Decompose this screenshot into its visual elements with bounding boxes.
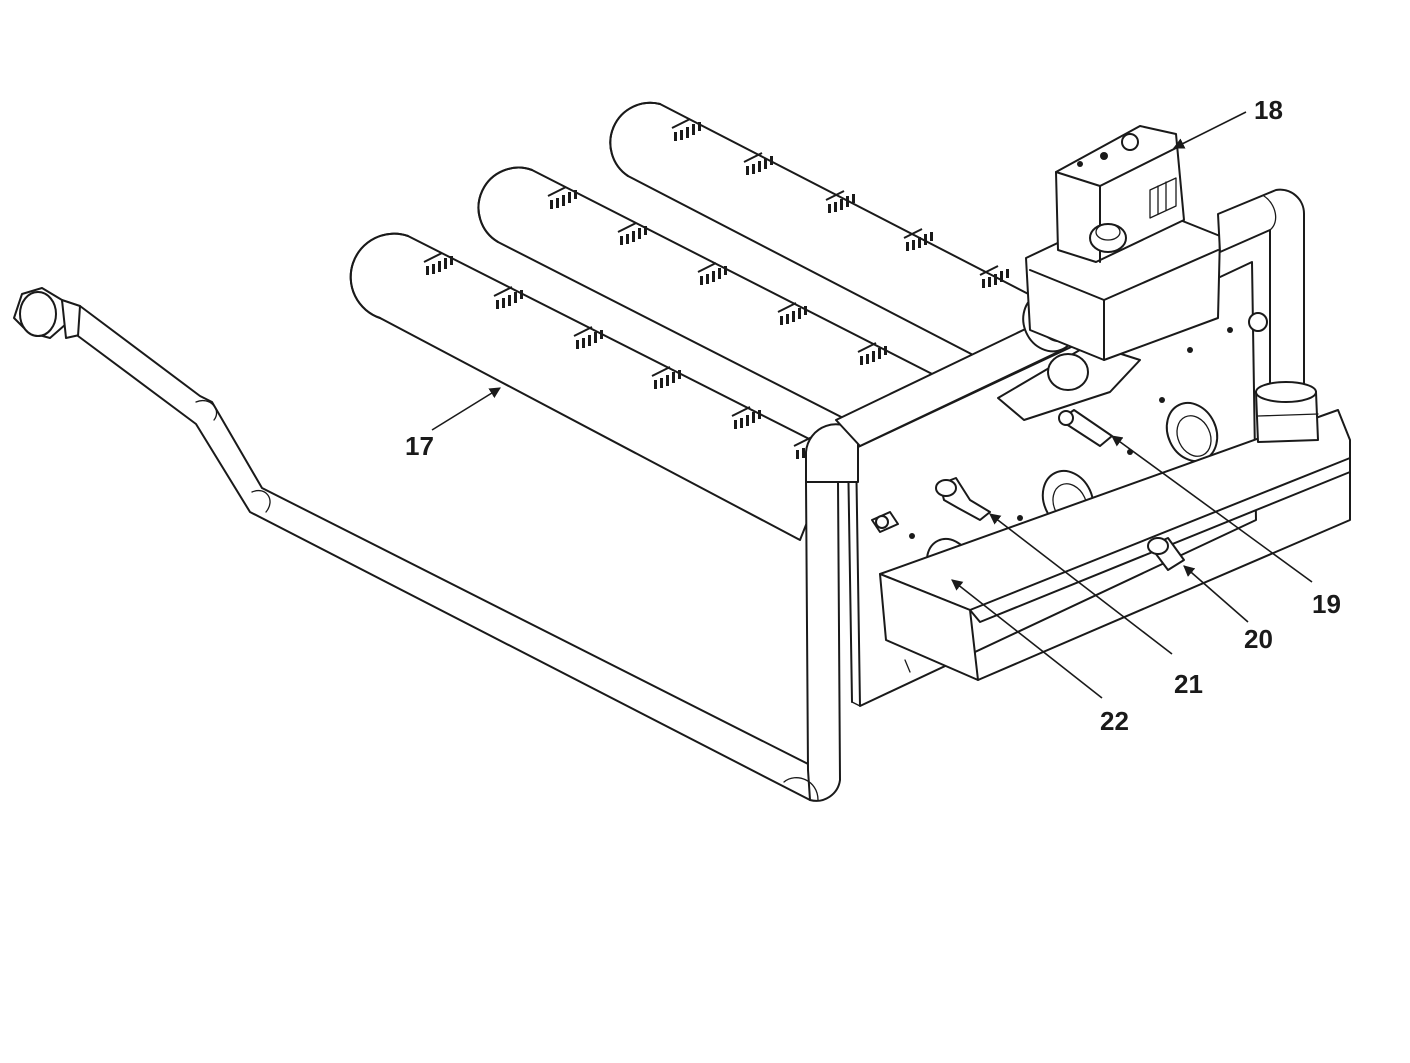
callout-label-21: 21 bbox=[1174, 669, 1203, 699]
burner-tube-middle bbox=[477, 166, 941, 451]
callout-21: 21 bbox=[989, 513, 1203, 699]
callout-label-19: 19 bbox=[1312, 589, 1341, 619]
pilot-fittings bbox=[935, 409, 1185, 571]
callout-18: 18 bbox=[1172, 95, 1283, 149]
callout-label-18: 18 bbox=[1254, 95, 1283, 125]
gas-control-valve bbox=[997, 125, 1319, 443]
callout-22: 22 bbox=[951, 579, 1129, 736]
callout-17: 17 bbox=[405, 387, 501, 461]
callout-label-22: 22 bbox=[1100, 706, 1129, 736]
callout-20: 20 bbox=[1183, 565, 1273, 654]
burner-tube-back bbox=[609, 101, 1041, 373]
front-bar bbox=[879, 409, 1351, 681]
callout-19: 19 bbox=[1111, 435, 1341, 619]
callout-label-20: 20 bbox=[1244, 624, 1273, 654]
burner-tube-front bbox=[349, 232, 836, 541]
callout-label-17: 17 bbox=[405, 431, 434, 461]
